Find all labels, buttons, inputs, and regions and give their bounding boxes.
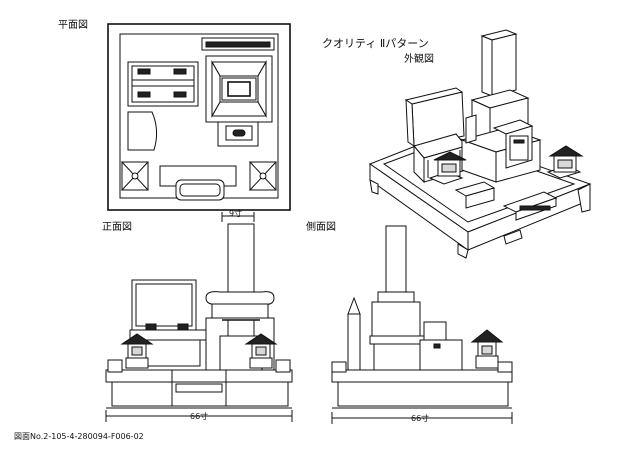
front-view-label: 正面図 xyxy=(102,222,132,233)
side-view-label: 側面図 xyxy=(306,222,336,233)
plan-view-label: 平面図 xyxy=(58,20,88,31)
front-top-dimension: 9寸 xyxy=(229,209,243,218)
plan-view xyxy=(107,23,291,211)
front-view xyxy=(105,212,293,422)
exterior-view xyxy=(368,29,592,259)
side-view xyxy=(331,225,513,424)
pattern-title: クオリティ Ⅱパターン xyxy=(322,37,429,50)
drawing-number: 図面No.2-105-4-280094-F006-02 xyxy=(14,432,144,441)
exterior-view-label: 外観図 xyxy=(404,54,434,65)
